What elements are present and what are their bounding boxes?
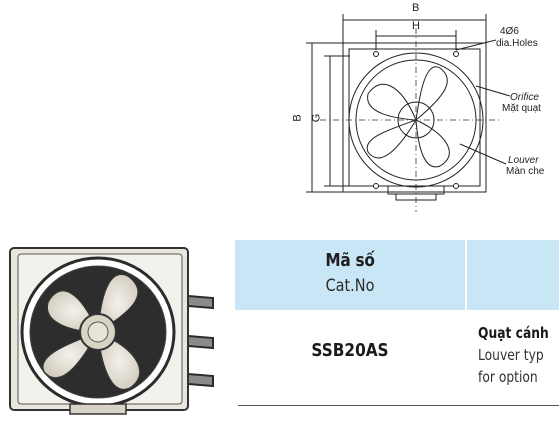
holes-label-line2: dia.Holes	[496, 38, 538, 49]
description-line-1: Quạt cánh	[478, 324, 549, 342]
orifice-label-vi: Mặt quạt	[502, 103, 541, 114]
louver-label-en: Louver	[508, 155, 539, 166]
dim-h-label: H	[412, 20, 420, 32]
fan-product-photo	[9, 247, 214, 415]
table-bottom-rule	[238, 405, 559, 406]
dim-g-label: G	[310, 113, 323, 123]
louver-label-vi: Màn che	[506, 166, 545, 177]
model-number: SSB20AS	[311, 340, 389, 361]
dimension-drawing	[306, 14, 511, 212]
holes-label-line1: 4Ø6	[500, 26, 519, 37]
dim-b-top-label: B	[412, 2, 420, 14]
table-header-desc-cell	[467, 240, 559, 310]
table-header-cat-cell	[235, 240, 465, 310]
description-line-2: Louver typ	[478, 346, 544, 364]
orifice-label-en: Orifice	[510, 92, 539, 103]
description-line-3: for option	[478, 368, 538, 386]
table-header-vi: Mã số	[325, 250, 375, 271]
table-header-en: Cat.No	[325, 276, 375, 296]
dim-b-side-label: B	[291, 114, 304, 122]
